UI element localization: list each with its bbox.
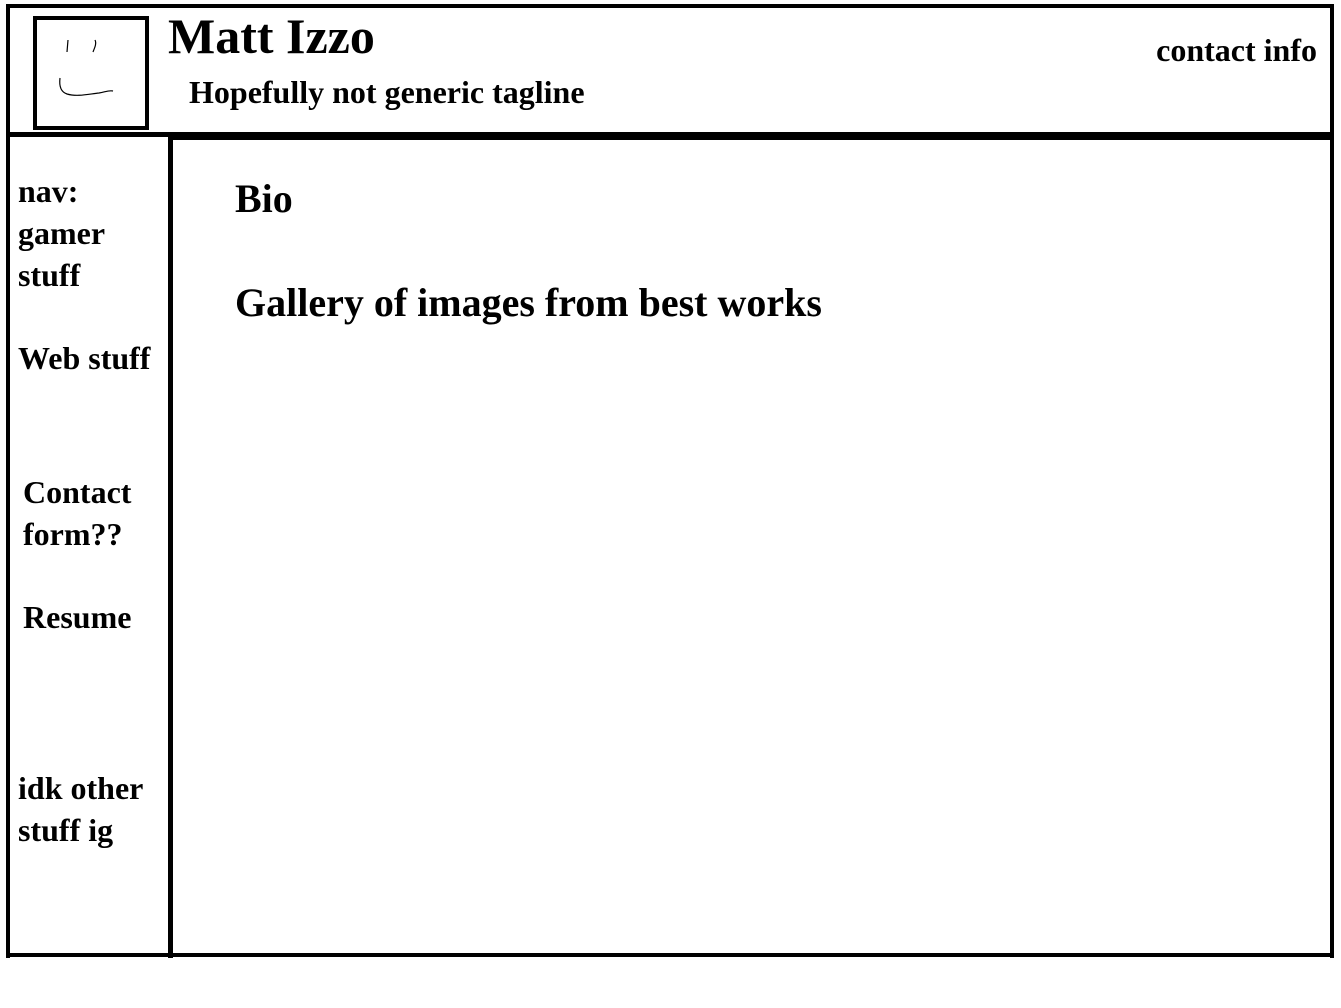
header-bottom-border xyxy=(6,132,1334,137)
nav-item-resume[interactable]: Resume xyxy=(23,596,131,638)
nav-item-label: Contact xyxy=(23,474,132,510)
tagline: Hopefully not generic tagline xyxy=(189,74,585,110)
nav-item-label: stuff ig xyxy=(18,812,114,848)
contact-info-link[interactable]: contact info xyxy=(1156,32,1317,68)
nav-item-label: gamer xyxy=(18,215,106,251)
site-title: Matt Izzo xyxy=(168,8,375,64)
gallery-section-heading: Gallery of images from best works xyxy=(235,280,822,325)
nav-item-label: form?? xyxy=(23,516,123,552)
logo[interactable] xyxy=(33,16,149,130)
nav-heading: nav: xyxy=(18,173,79,209)
nav-item-gamer-stuff[interactable]: gamer stuff xyxy=(18,212,105,296)
nav-item-contact-form[interactable]: Contact form?? xyxy=(23,471,131,555)
nav-item-label: Web stuff xyxy=(18,340,151,376)
main-top-border xyxy=(168,137,1334,140)
header-top-border xyxy=(6,4,1334,8)
nav-item-web-stuff[interactable]: Web stuff xyxy=(18,337,150,379)
page-bottom-border xyxy=(6,953,1334,957)
header-right-border xyxy=(1330,4,1334,958)
nav-item-label: Resume xyxy=(23,599,132,635)
header-left-border xyxy=(6,4,10,958)
nav-item-label: stuff xyxy=(18,257,81,293)
nav-item-other-stuff[interactable]: idk other stuff ig xyxy=(18,767,143,851)
bio-section-heading: Bio xyxy=(235,176,293,221)
sidebar-divider xyxy=(168,137,173,958)
smiley-face-icon xyxy=(59,39,114,96)
nav-item-label: idk other xyxy=(18,770,144,806)
